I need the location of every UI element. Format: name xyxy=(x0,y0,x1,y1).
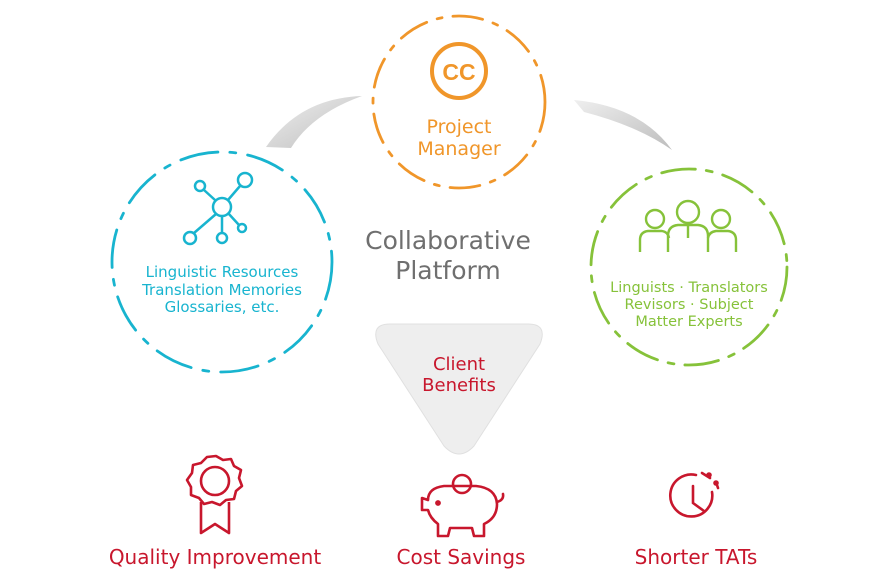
center-line2: Platform xyxy=(395,255,501,285)
client-benefits-label: Client Benefits xyxy=(399,354,519,396)
linguists-label: Linguists · Translators Revisors · Subje… xyxy=(594,280,784,331)
project-manager-label: Project Manager xyxy=(379,116,539,161)
benefit-quality-label: Quality Improvement xyxy=(108,545,322,569)
network-icon xyxy=(182,171,254,246)
right-line-2: Revisors · Subject xyxy=(624,297,754,314)
connector-arc-right xyxy=(574,100,672,150)
left-line-1: Linguistic Resources xyxy=(145,263,299,281)
benefit-tat-label: Shorter TATs xyxy=(634,545,758,569)
piggy-bank-icon xyxy=(420,473,505,538)
collaborative-platform-label: Collaborative Platform xyxy=(348,226,548,285)
project-manager-line1: Project xyxy=(426,116,492,138)
left-line-3: Glossaries, etc. xyxy=(164,298,280,317)
linguists-circle xyxy=(589,167,789,367)
svg-text:CC: CC xyxy=(442,59,475,85)
left-line-2: Translation Memories xyxy=(142,280,302,299)
client-benefits-shape xyxy=(375,323,543,455)
right-line-3: Matter Experts xyxy=(635,314,743,331)
client-benefits-line2: Benefits xyxy=(422,375,496,397)
project-manager-line2: Manager xyxy=(417,138,501,161)
cc-icon: CC xyxy=(430,42,488,100)
clock-icon xyxy=(669,471,720,518)
people-group-icon xyxy=(638,199,738,252)
award-ribbon-icon xyxy=(185,454,244,535)
linguistic-resources-label: Linguistic Resources Translation Memorie… xyxy=(112,263,332,317)
benefit-cost-label: Cost Savings xyxy=(396,545,526,569)
project-manager-circle xyxy=(371,14,547,190)
center-line1: Collaborative xyxy=(365,226,531,255)
connector-arc-left xyxy=(266,96,362,148)
right-line-1: Linguists · Translators xyxy=(610,280,768,296)
client-benefits-line1: Client xyxy=(432,354,486,375)
linguistic-resources-circle xyxy=(110,150,334,374)
